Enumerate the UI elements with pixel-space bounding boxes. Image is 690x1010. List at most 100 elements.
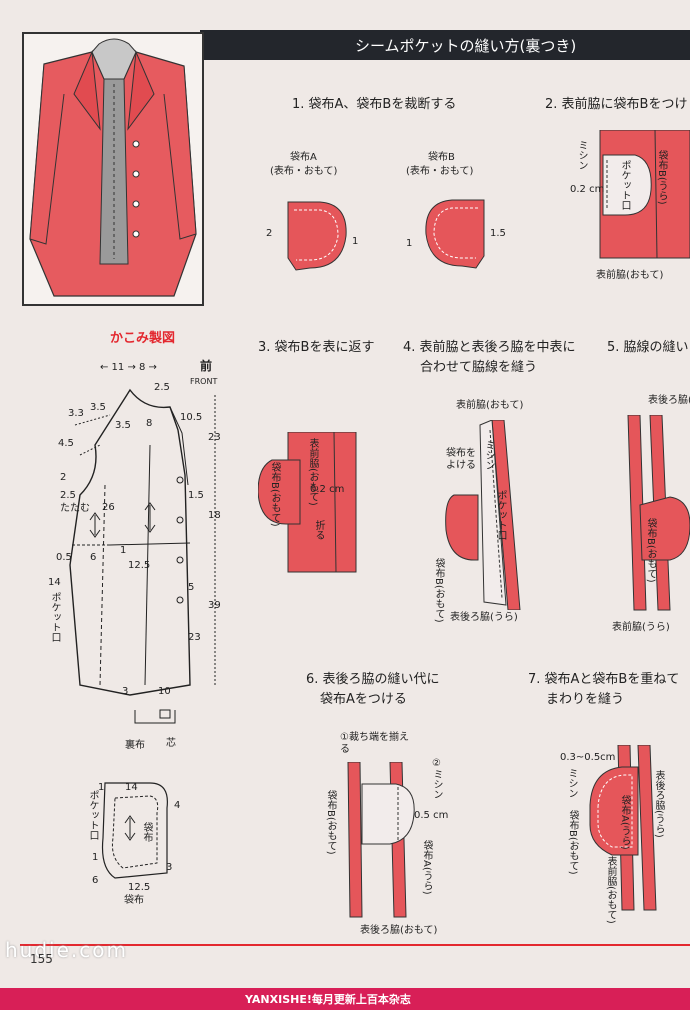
pocket-dim-4: 4 <box>174 800 181 811</box>
step2-pocket: ポケット口 <box>619 160 630 210</box>
step-2-title: 2. 表前脇に袋布Bをつけ <box>545 97 688 112</box>
dim-23a: 23 <box>208 432 221 443</box>
step-6-title-2: 袋布Aをつける <box>320 692 407 707</box>
dim-3-5a: 3.5 <box>90 402 106 413</box>
dims-top: ← 11 → 8 → <box>100 362 157 373</box>
dim-3-5b: 3.5 <box>115 420 131 431</box>
step7-mishin: ミシン <box>566 768 577 798</box>
dim-2: 2 <box>60 472 67 483</box>
section-title: シームポケットの縫い方(裏つき) <box>355 37 577 55</box>
bag-b-dim-left: 1 <box>406 238 413 249</box>
pocket-dim-14: 14 <box>125 782 138 793</box>
step4-mishin: ミシン <box>483 440 494 470</box>
step7-seam: 0.3~0.5cm <box>560 752 616 763</box>
step2-front-side: 表前脇(おもて) <box>596 270 664 281</box>
pocket-pattern-piece <box>95 778 175 888</box>
step5-bag-b: 袋布B(おもて) <box>645 518 656 583</box>
step2-mishin: ミシン <box>576 140 587 170</box>
footer-bar <box>0 988 690 1010</box>
dim-0-5: 0.5 <box>56 552 72 563</box>
dim-2-5b: 2.5 <box>60 490 76 501</box>
step-6-title: 6. 表後ろ脇の縫い代に <box>306 672 440 687</box>
step5-diagram <box>620 414 690 615</box>
step7-bag-a: 袋布A(うら) <box>619 795 630 850</box>
bag-b-dim-right: 1.5 <box>490 228 506 239</box>
step3-fold: 折る <box>313 520 324 540</box>
dim-2-5: 2.5 <box>154 382 170 393</box>
step4-move: 袋布をよける <box>446 448 476 471</box>
step1-b-label: 袋布B <box>428 152 455 163</box>
step6-back-side: 表後ろ脇(おもて) <box>360 925 438 936</box>
step-4-title-2: 合わせて脇線を縫う <box>420 360 538 375</box>
dim-26: 26 <box>102 502 115 513</box>
step6-diagram <box>340 761 430 922</box>
step6-mishin: ②ミシン <box>431 758 442 799</box>
dim-14: 14 <box>48 577 61 588</box>
dim-10: 10 <box>158 686 171 697</box>
dim-8: 8 <box>146 418 153 429</box>
dim-4-5: 4.5 <box>58 438 74 449</box>
step7-diagram <box>582 744 690 915</box>
step2-diagram <box>595 129 690 270</box>
dim-10-5: 10.5 <box>180 412 203 423</box>
step6-seam: 0.5 cm <box>414 810 449 821</box>
dim-12-5: 12.5 <box>128 560 151 571</box>
step-1-title: 1. 袋布A、袋布Bを裁断する <box>292 97 457 112</box>
step4-front-side: 表前脇(おもて) <box>456 400 524 411</box>
step3-seam: 0.2 cm <box>310 484 345 495</box>
pocket-dim-12-5: 12.5 <box>128 882 151 893</box>
front-pattern-drawing <box>50 385 220 705</box>
pocket-bag-label: 袋布 <box>141 822 152 842</box>
step-3-title: 3. 袋布Bを表に返す <box>258 340 375 355</box>
pocket-opening-label: ポケット口 <box>49 592 60 642</box>
dim-5: 5 <box>188 582 195 593</box>
dim-23b: 23 <box>188 632 201 643</box>
step1-a-sub: (表布・おもて) <box>270 166 338 177</box>
step3-front-side: 表前脇(おもて) <box>307 438 318 506</box>
front-sub-label: FRONT <box>190 377 218 386</box>
dim-6: 6 <box>90 552 97 563</box>
dim-18: 18 <box>208 510 221 521</box>
step-5-title: 5. 脇線の縫い <box>607 340 689 355</box>
step4-bag-b: 袋布B(おもて) <box>433 558 444 623</box>
bag-b-piece <box>420 196 490 271</box>
lining-detail <box>130 705 185 735</box>
page-number: 155 <box>30 952 53 966</box>
dim-39: 39 <box>208 600 221 611</box>
pocket-dim-1b: 1 <box>92 852 99 863</box>
footer-brand: YANXISHE!每月更新上百本杂志 <box>245 993 411 1006</box>
dim-1: 1 <box>120 545 127 556</box>
step-7-title: 7. 袋布Aと袋布Bを重ねて <box>528 672 680 687</box>
lining-label: 裏布 <box>125 740 145 751</box>
pocket-dim-1: 1 <box>98 782 105 793</box>
pocket-bottom-label: 袋布 <box>124 895 144 906</box>
step2-seam: 0.2 cm <box>570 184 605 195</box>
step6-bag-a: 袋布A(うら) <box>421 840 432 895</box>
step7-bag-b: 袋布B(おもて) <box>567 810 578 875</box>
dim-3: 3 <box>122 686 129 697</box>
step6-align: ①裁ち端を揃える <box>340 732 409 755</box>
step7-back-side: 表後ろ脇(うら) <box>653 770 664 838</box>
step4-diagram <box>444 419 534 611</box>
step1-b-sub: (表布・おもて) <box>406 166 474 177</box>
dim-3-3: 3.3 <box>68 408 84 419</box>
footer-divider <box>20 944 690 946</box>
step7-front-side: 表前脇(おもて) <box>605 856 616 924</box>
jacket-illustration <box>22 32 204 306</box>
step5-back-side: 表後ろ脇(うら) <box>648 395 690 406</box>
step3-bag-b: 袋布B(おもて) <box>269 462 280 527</box>
pocket-dim-6: 6 <box>92 875 99 886</box>
step3-diagram <box>257 431 358 577</box>
step4-back-side: 表後ろ脇(うら) <box>450 612 518 623</box>
pocket-dim-3: 3 <box>166 862 173 873</box>
step2-bag-b: 袋布B(うら) <box>656 150 667 205</box>
header-bar <box>200 30 690 60</box>
bag-a-dim-right: 1 <box>352 236 359 247</box>
dim-1-5: 1.5 <box>188 490 204 501</box>
front-label: 前 <box>200 359 213 373</box>
step1-a-label: 袋布A <box>290 152 317 163</box>
step-4-title: 4. 表前脇と表後ろ脇を中表に <box>403 340 576 355</box>
bag-a-dim-left: 2 <box>266 228 273 239</box>
site-watermark: hudie.com <box>5 938 128 962</box>
pocket-opening-label-2: ポケット口 <box>87 790 98 840</box>
